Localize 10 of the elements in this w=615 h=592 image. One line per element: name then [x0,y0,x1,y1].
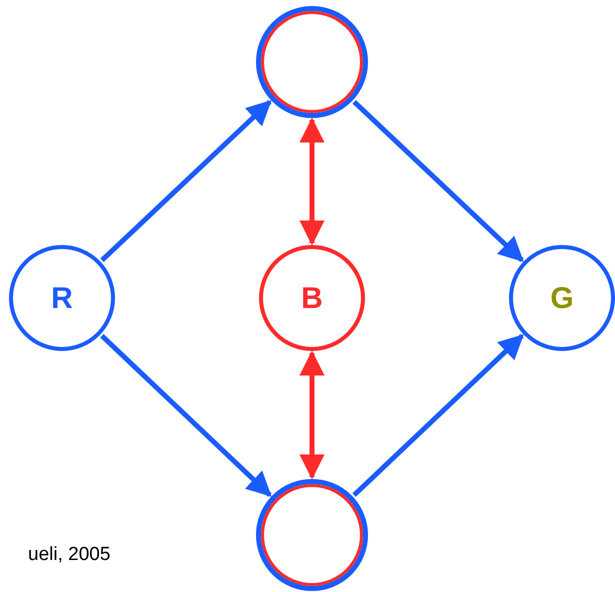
arrow [300,350,324,480]
arrow [352,334,524,497]
node-label: R [51,280,73,316]
node-label: G [550,280,574,316]
arrow [100,100,272,262]
arrow [352,100,524,262]
citation-text: ueli, 2005 [28,543,110,567]
arrow [100,334,272,497]
node-label: B [301,280,323,316]
arrow [300,118,324,246]
